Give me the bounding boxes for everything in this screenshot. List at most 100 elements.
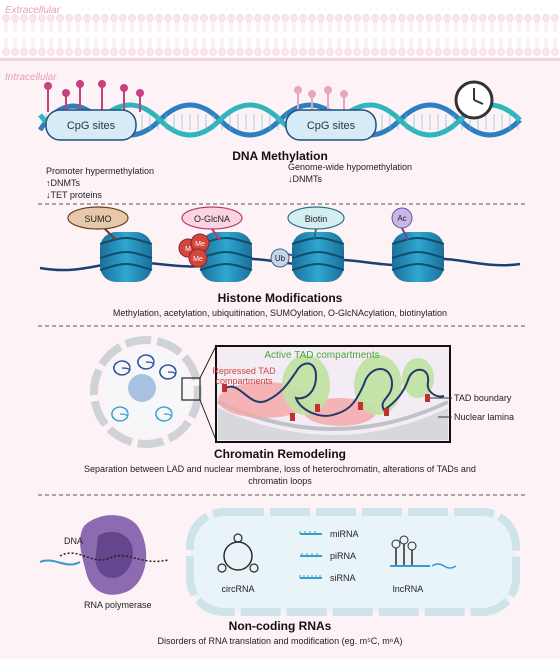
lipid-tail bbox=[238, 22, 242, 32]
lipid-head bbox=[425, 14, 433, 22]
lipid-tail bbox=[499, 22, 503, 32]
lipid-tail bbox=[112, 22, 116, 32]
lipid-head bbox=[380, 48, 388, 56]
lipid-head bbox=[398, 14, 406, 22]
lipid-tail bbox=[220, 22, 224, 32]
rna-transcript bbox=[39, 559, 81, 566]
lipid-head bbox=[200, 14, 208, 22]
repressed-tad-label-1: Repressed TAD bbox=[212, 366, 276, 376]
oglcna-label: O-GlcNA bbox=[194, 214, 230, 224]
lipid-head bbox=[137, 14, 145, 22]
lipid-head bbox=[326, 48, 334, 56]
lipid-head bbox=[389, 48, 397, 56]
lipid-head bbox=[308, 14, 316, 22]
lipid-tail bbox=[193, 38, 197, 48]
lipid-head bbox=[452, 14, 460, 22]
lipid-head bbox=[155, 48, 163, 56]
lipid-tail bbox=[337, 22, 341, 32]
chromatin-tangle bbox=[137, 354, 155, 370]
lipid-head bbox=[398, 48, 406, 56]
lipid-head bbox=[245, 14, 253, 22]
lipid-tail bbox=[265, 22, 269, 32]
lipid-tail bbox=[301, 38, 305, 48]
lipid-head bbox=[281, 48, 289, 56]
lncrna-label: lncRNA bbox=[393, 584, 424, 594]
lipid-head bbox=[218, 48, 226, 56]
lipid-tail bbox=[211, 22, 215, 32]
polymerase-label: RNA polymerase bbox=[84, 600, 152, 610]
lipid-head bbox=[146, 14, 154, 22]
repressed-tad-label-2: compartments bbox=[215, 376, 273, 386]
lipid-tail bbox=[274, 22, 278, 32]
lipid-tail bbox=[283, 22, 287, 32]
lipid-tail bbox=[454, 38, 458, 48]
lipid-head bbox=[299, 14, 307, 22]
lipid-head bbox=[56, 48, 64, 56]
lipid-tail bbox=[445, 22, 449, 32]
lipid-head bbox=[524, 48, 532, 56]
methylation-right-line-2: ↓DNMTs bbox=[288, 174, 322, 184]
lipid-head bbox=[317, 48, 325, 56]
methylation-left-line-1: Promoter hypermethylation bbox=[46, 166, 154, 176]
lipid-tail bbox=[490, 38, 494, 48]
methyl-dot bbox=[120, 84, 128, 92]
lipid-head bbox=[371, 48, 379, 56]
lipid-head bbox=[65, 48, 73, 56]
lipid-head bbox=[290, 14, 298, 22]
lipid-tail bbox=[436, 38, 440, 48]
lipid-tail bbox=[454, 22, 458, 32]
lipid-tail bbox=[427, 38, 431, 48]
lipid-tail bbox=[157, 38, 161, 48]
lipid-tail bbox=[265, 38, 269, 48]
lipid-head bbox=[461, 14, 469, 22]
lipid-tail bbox=[157, 22, 161, 32]
lipid-head bbox=[92, 14, 100, 22]
lipid-tail bbox=[472, 38, 476, 48]
methyl-dot bbox=[76, 80, 84, 88]
lipid-tail bbox=[22, 38, 26, 48]
lipid-head bbox=[200, 48, 208, 56]
lipid-head bbox=[317, 14, 325, 22]
methyl-groups-sparse bbox=[294, 86, 348, 110]
lipid-tail bbox=[103, 22, 107, 32]
methylation-right-line-1: Genome-wide hypomethylation bbox=[288, 162, 412, 172]
zoom-line bbox=[199, 399, 217, 441]
chromatin-fibers bbox=[111, 354, 177, 422]
lipid-tail bbox=[202, 22, 206, 32]
lipid-head bbox=[65, 14, 73, 22]
lipid-tail bbox=[328, 22, 332, 32]
lipid-tail bbox=[94, 38, 98, 48]
lipid-head bbox=[326, 14, 334, 22]
lipid-head bbox=[497, 14, 505, 22]
lipid-tail bbox=[184, 38, 188, 48]
lipid-head bbox=[164, 14, 172, 22]
lipid-tail bbox=[193, 22, 197, 32]
lipid-tail bbox=[76, 38, 80, 48]
zoom-line bbox=[199, 345, 217, 379]
lipid-head bbox=[335, 48, 343, 56]
sirna-label: siRNA bbox=[330, 573, 356, 583]
lipid-head bbox=[362, 14, 370, 22]
lipid-tail bbox=[247, 38, 251, 48]
lipid-head bbox=[416, 14, 424, 22]
biotin-tag bbox=[287, 206, 345, 230]
lipid-head bbox=[488, 48, 496, 56]
lipid-head bbox=[299, 48, 307, 56]
ac-tag bbox=[391, 207, 413, 229]
lipid-head bbox=[74, 48, 82, 56]
lipid-tail bbox=[373, 22, 377, 32]
methyl-dot bbox=[294, 86, 302, 94]
cpg-label-right: CpG sites bbox=[307, 120, 356, 132]
nucleosome bbox=[291, 232, 345, 282]
methyl-dot bbox=[308, 90, 316, 98]
lipid-head bbox=[479, 14, 487, 22]
lipid-tail bbox=[148, 22, 152, 32]
lipid-head bbox=[101, 48, 109, 56]
ncrna-title: Non-coding RNAs bbox=[229, 619, 332, 633]
lipid-head bbox=[515, 48, 523, 56]
nuclear-lamina-band bbox=[218, 408, 448, 440]
lipid-tail bbox=[427, 22, 431, 32]
lipid-tail bbox=[49, 38, 53, 48]
lipid-tail bbox=[526, 38, 530, 48]
lipid-tail bbox=[508, 22, 512, 32]
